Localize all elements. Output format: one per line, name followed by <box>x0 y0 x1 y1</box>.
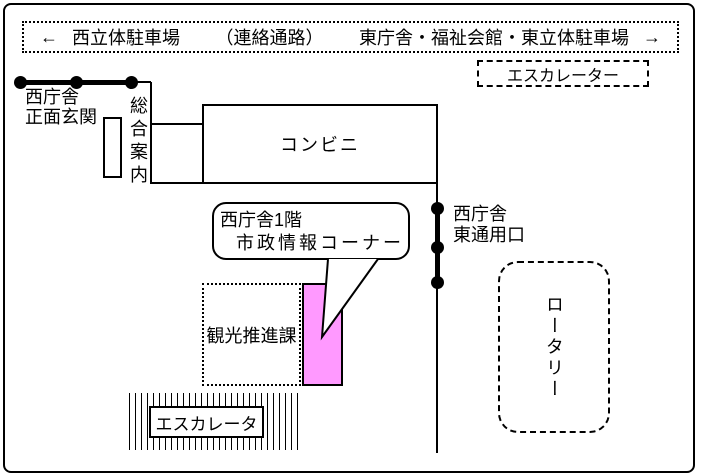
path-dot <box>14 76 27 89</box>
left-arrow-icon: ← <box>40 26 58 47</box>
callout-line2: 市政情報コーナー <box>236 233 404 253</box>
path-dot <box>125 76 138 89</box>
east-destinations-label: 東庁舎・福祉会館・東立体駐車場 <box>359 28 629 48</box>
connecting-corridor-strip: ← 西立体駐車場 （連絡通路） 東庁舎・福祉会館・東立体駐車場 → <box>22 21 679 53</box>
tourism-division-label: 観光推進課 <box>206 325 297 346</box>
west-parking-label: 西立体駐車場 <box>72 28 180 48</box>
path-dot <box>431 202 444 215</box>
information-counter-rect <box>103 117 122 178</box>
escalator-lower-label: エスカレータ <box>155 414 258 434</box>
tourism-division-box: 観光推進課 <box>202 283 301 386</box>
west-entrance-path-connector <box>131 81 151 83</box>
corridor-west-group: ← 西立体駐車場 <box>40 24 180 50</box>
right-arrow-icon: → <box>643 26 661 47</box>
rotary-label: ロータリー <box>544 294 564 400</box>
path-dot <box>431 241 444 254</box>
east-wall-vertical <box>436 183 438 453</box>
escalator-upper-label: エスカレーター <box>506 67 619 85</box>
rotary-area: ロータリー <box>498 261 610 433</box>
callout-line1: 西庁舎1階 <box>220 210 303 230</box>
room-divider-wall <box>150 123 203 125</box>
path-dot <box>70 76 83 89</box>
path-dot <box>431 276 444 289</box>
convenience-store-label: コンビニ <box>280 135 360 155</box>
west-main-entrance-label: 西庁舎 正面玄関 <box>25 87 97 127</box>
callout-tail <box>320 258 379 341</box>
corridor-wall-vertical <box>150 82 152 183</box>
passage-label: （連絡通路） <box>215 28 324 48</box>
info-corner-callout: 西庁舎1階 市政情報コーナー <box>212 202 410 260</box>
escalator-lower-box: エスカレータ <box>149 406 264 438</box>
east-side-exit-label: 西庁舎 東通用口 <box>453 204 525 245</box>
convenience-store-box: コンビニ <box>202 104 438 184</box>
corridor-east-group: 東庁舎・福祉会館・東立体駐車場 → <box>359 24 661 50</box>
information-desk-label: 総合案内 <box>128 96 148 188</box>
building-bottom-wall <box>150 182 204 184</box>
map-border <box>3 3 695 473</box>
escalator-upper-box: エスカレーター <box>477 60 649 87</box>
